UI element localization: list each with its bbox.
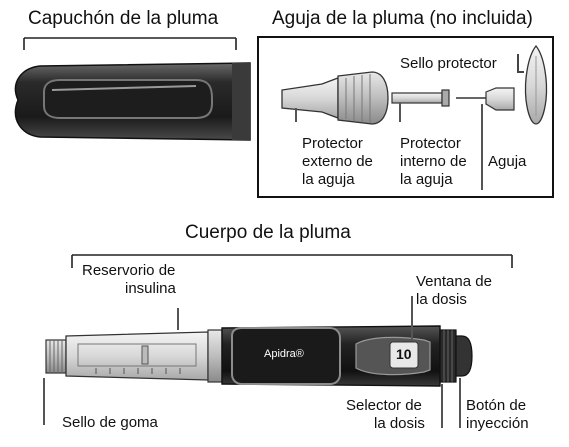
pen-body bbox=[45, 296, 473, 387]
protective-seal-label: Sello protector bbox=[400, 55, 497, 72]
dose-selector-label-line1: Selector de bbox=[346, 397, 422, 414]
reservoir-label-line1: Reservorio de bbox=[82, 262, 176, 279]
injection-button-label-line1: Botón de bbox=[466, 397, 527, 414]
cap-title: Capuchón de la pluma bbox=[28, 8, 219, 29]
dose-readout: 10 bbox=[396, 346, 412, 362]
body-title: Cuerpo de la pluma bbox=[185, 222, 351, 243]
needle bbox=[456, 87, 515, 190]
outer-protector-label-line3: la aguja bbox=[302, 171, 355, 188]
inner-protector-label-line3: la aguja bbox=[400, 171, 453, 188]
pen-cap bbox=[14, 62, 251, 141]
protective-seal bbox=[517, 44, 548, 125]
brand-label: Apidra® bbox=[264, 348, 304, 360]
outer-protector-label-line1: Protector bbox=[302, 135, 363, 152]
inner-protector-label-line1: Protector bbox=[400, 135, 461, 152]
needle-box bbox=[257, 36, 554, 198]
dose-window-label-line1: Ventana de bbox=[416, 273, 492, 290]
outer-needle-protector bbox=[281, 71, 389, 125]
needle-title: Aguja de la pluma (no incluida) bbox=[272, 8, 533, 29]
rubber-seal-label: Sello de goma bbox=[62, 414, 158, 431]
cap-bracket bbox=[23, 37, 237, 50]
injection-button-label-line2: inyección bbox=[466, 415, 529, 432]
dose-selector-label-line2: la dosis bbox=[374, 415, 425, 432]
needle-label: Aguja bbox=[488, 153, 527, 170]
inner-protector-label-line2: interno de bbox=[400, 153, 467, 170]
inner-needle-protector bbox=[391, 89, 450, 122]
dose-window-label-line2: la dosis bbox=[416, 291, 467, 308]
outer-protector-label-line2: externo de bbox=[302, 153, 373, 170]
reservoir-label-line2: insulina bbox=[125, 280, 176, 297]
body-bracket bbox=[71, 254, 513, 268]
